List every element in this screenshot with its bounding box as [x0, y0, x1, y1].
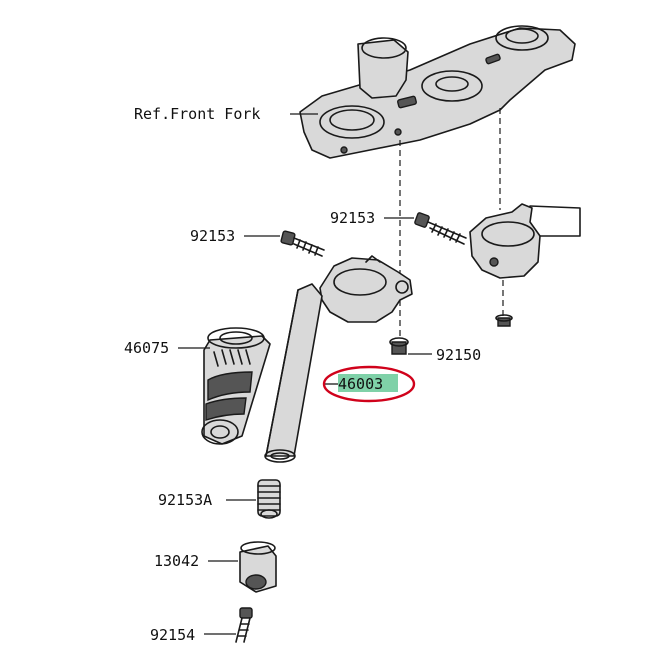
highlight-ring-46003 — [322, 365, 416, 403]
bolt-92153a — [257, 479, 281, 519]
right-handlebar-clamp — [469, 203, 581, 279]
handlebar-tube — [264, 283, 323, 463]
handlebar-grip — [201, 327, 271, 445]
label-46075: 46075 — [124, 339, 169, 357]
bolt-right-lower — [495, 314, 513, 327]
label-ref-front-fork: Ref.Front Fork — [134, 105, 260, 123]
bolt-92153-left — [280, 230, 325, 257]
label-92150: 92150 — [436, 346, 481, 364]
highlight-46003 — [338, 374, 398, 392]
screw-92154 — [235, 607, 253, 643]
label-92153-right: 92153 — [330, 209, 375, 227]
bar-end-weight — [239, 541, 277, 593]
bolt-92150 — [389, 337, 409, 355]
label-13042: 13042 — [154, 552, 199, 570]
upper-triple-clamp — [299, 25, 576, 159]
left-handlebar-clamp — [319, 255, 413, 323]
label-92153a: 92153A — [158, 491, 212, 509]
label-92154: 92154 — [150, 626, 195, 644]
label-92153-left: 92153 — [190, 227, 235, 245]
label-46003: 46003 — [338, 375, 383, 393]
bolt-92153-right — [414, 212, 467, 245]
